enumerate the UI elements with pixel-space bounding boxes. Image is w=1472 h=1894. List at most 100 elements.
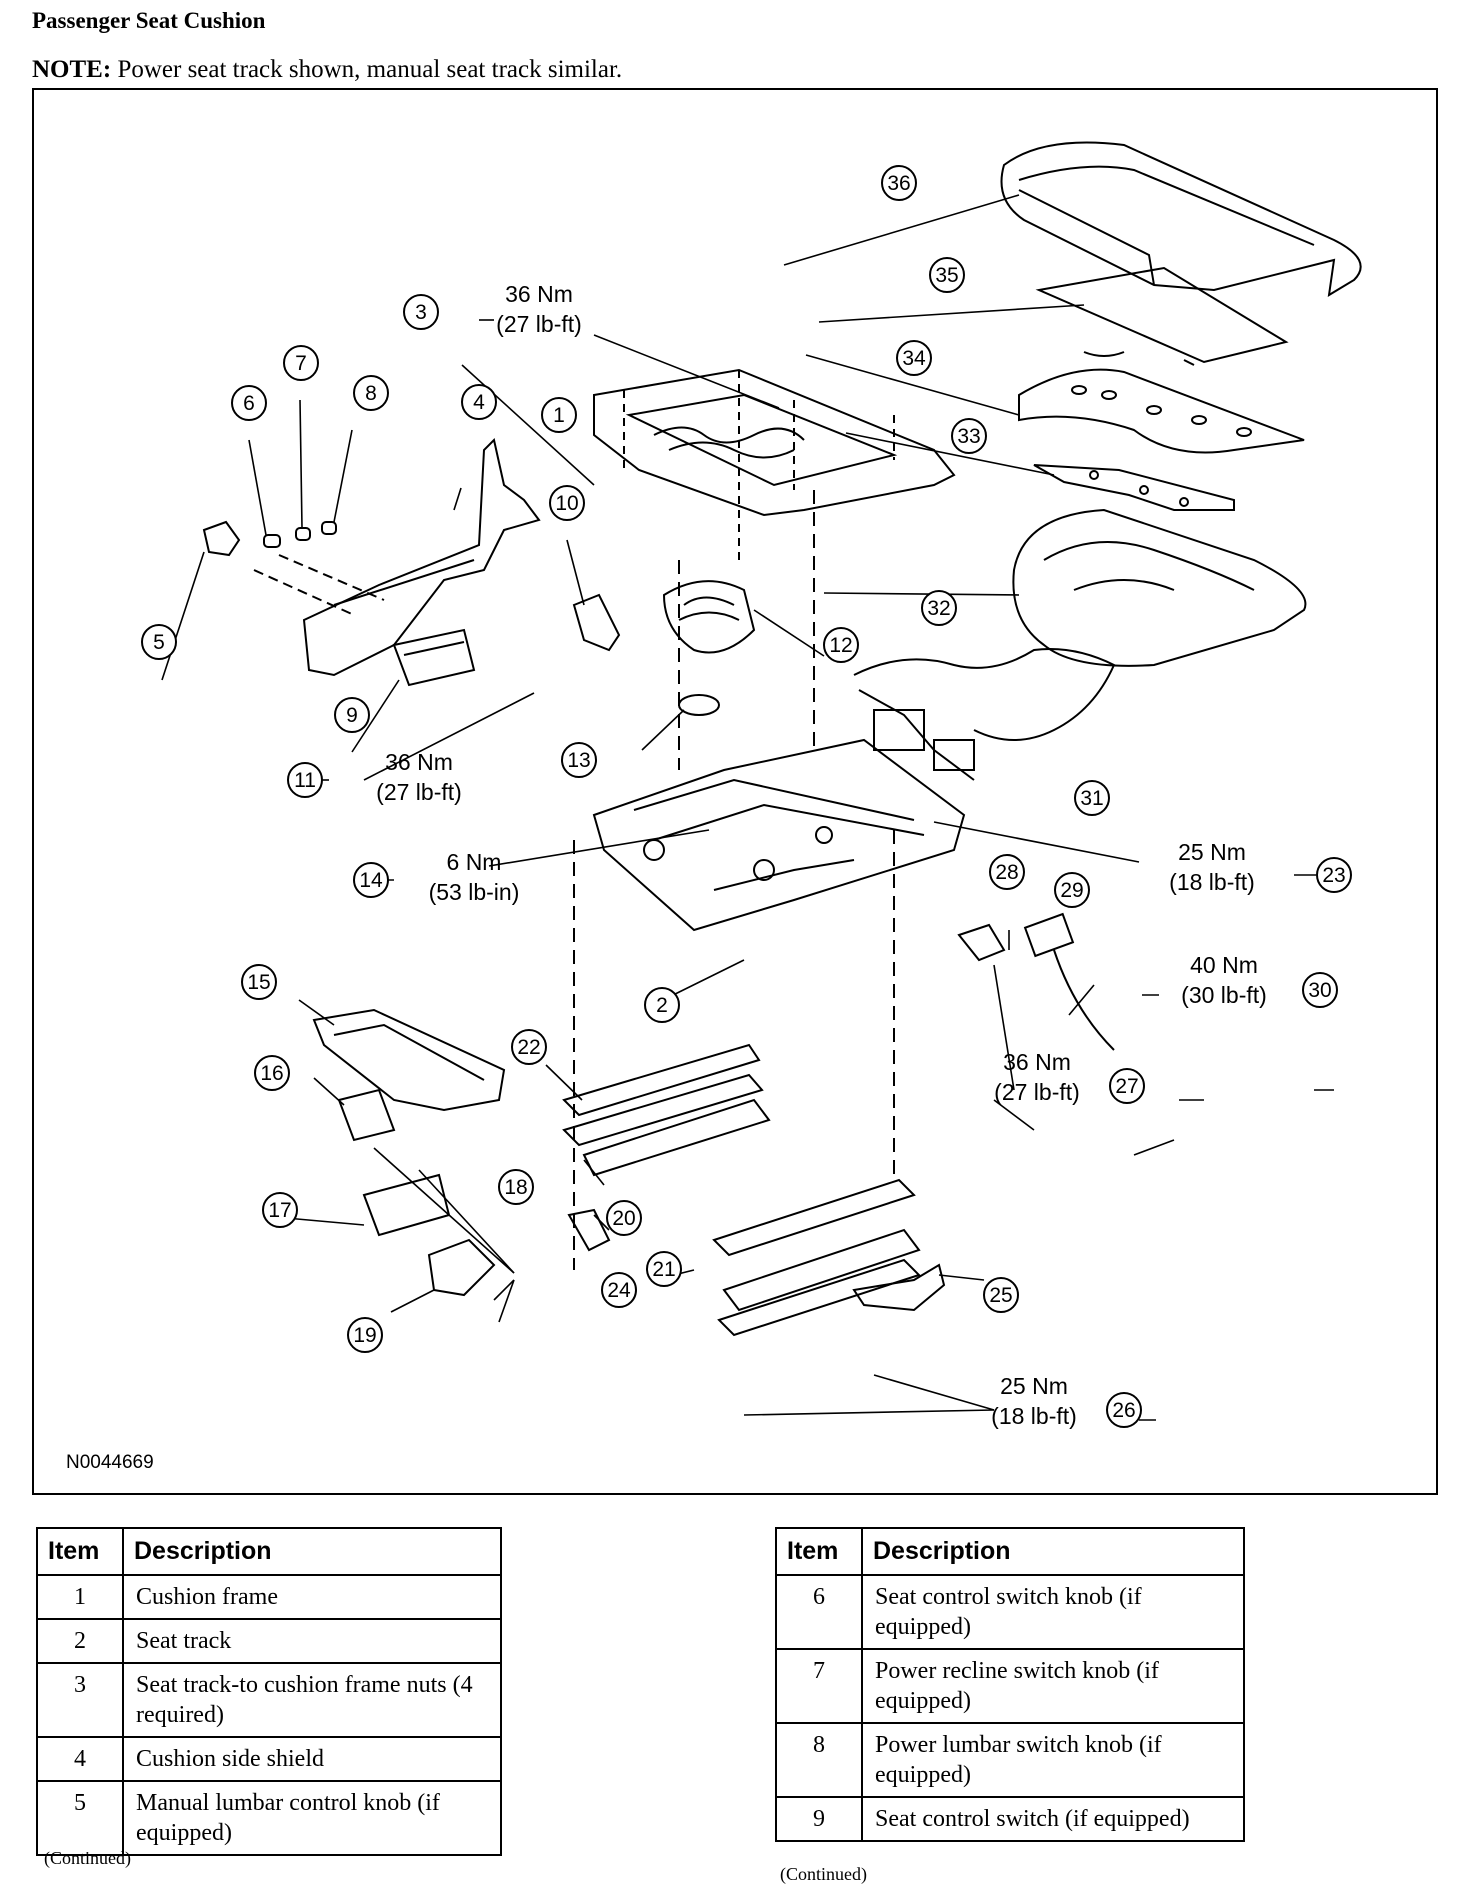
part-bracket-24 [567, 1208, 611, 1252]
callout-6: 6 [243, 392, 255, 415]
torque-27-lbft: (27 lb-ft) [994, 1079, 1080, 1105]
table-header-row: Item Description [36, 1527, 502, 1576]
torque-11-nm: 36 Nm [385, 749, 453, 775]
item-number: 9 [775, 1796, 863, 1842]
callout-17: 17 [268, 1199, 291, 1222]
torque-3-nm: 36 Nm [505, 281, 573, 307]
part-lumbar-assembly [662, 580, 756, 654]
item-description: Seat control switch knob (if equipped) [861, 1574, 1245, 1650]
callout-circle-9 [334, 697, 370, 733]
callout-15: 15 [247, 971, 270, 994]
part-lumbar-bracket [1033, 464, 1235, 511]
callout-27: 27 [1115, 1075, 1138, 1098]
table-row: 7 Power recline switch knob (if equipped… [775, 1648, 1245, 1724]
callout-14: 14 [359, 869, 383, 892]
item-number: 8 [775, 1722, 863, 1798]
torque-23-lbft: (18 lb-ft) [1169, 869, 1255, 895]
callout-11: 11 [294, 769, 316, 792]
callout-28: 28 [995, 861, 1018, 884]
item-number: 7 [775, 1648, 863, 1724]
part-lumbar-knob [202, 520, 241, 557]
part-seatbelt-buckle [1023, 912, 1115, 1051]
callout-4: 4 [473, 391, 485, 414]
item-description: Manual lumbar control knob (if equipped) [122, 1780, 502, 1856]
item-description: Cushion side shield [122, 1736, 502, 1782]
callout-circle-18 [498, 1169, 534, 1205]
callout-circle-29 [1054, 872, 1090, 908]
part-module-19 [427, 1238, 496, 1297]
item-number: 4 [36, 1736, 124, 1782]
item-number: 2 [36, 1618, 124, 1664]
item-description: Seat track [122, 1618, 502, 1664]
item-description: Seat control switch (if equipped) [861, 1796, 1245, 1842]
torque-14-lbft: (53 lb-in) [429, 879, 520, 905]
callout-32: 32 [927, 597, 950, 620]
callout-33: 33 [957, 425, 980, 448]
torque-23-nm: 25 Nm [1178, 839, 1246, 865]
callout-20: 20 [612, 1207, 635, 1230]
header-description: Description [122, 1527, 502, 1576]
callout-circle-19 [347, 1317, 383, 1353]
note-text: Power seat track shown, manual seat trac… [111, 56, 623, 83]
callout-2: 2 [656, 994, 668, 1017]
part-cushion-pad-insert [1018, 368, 1305, 454]
item-description: Power lumbar switch knob (if equipped) [861, 1722, 1245, 1798]
callout-8: 8 [365, 382, 377, 405]
callout-circle-14 [353, 862, 389, 898]
callout-26: 26 [1112, 1399, 1135, 1422]
callout-circle-15 [241, 964, 277, 1000]
callout-circle-24 [601, 1272, 637, 1308]
callout-25: 25 [989, 1284, 1012, 1307]
torque-26-nm: 25 Nm [1000, 1373, 1068, 1399]
figure-id: N0044669 [66, 1452, 154, 1473]
note-label: NOTE: [32, 56, 112, 83]
callout-21: 21 [652, 1258, 675, 1281]
callout-22: 22 [517, 1036, 540, 1059]
callout-23: 23 [1322, 864, 1345, 887]
callout-circle-8 [353, 375, 389, 411]
part-heater-mat [1035, 266, 1289, 366]
table-row: 3 Seat track-to cushion frame nuts (4 re… [36, 1662, 502, 1738]
table-row: 2 Seat track [36, 1618, 502, 1664]
item-number: 6 [775, 1574, 863, 1650]
torque-27-nm: 36 Nm [1003, 1049, 1071, 1075]
callout-circle-20 [606, 1200, 642, 1236]
callout-circle-36 [881, 165, 917, 201]
torque-30-nm: 40 Nm [1190, 952, 1258, 978]
callout-circle-25 [983, 1277, 1019, 1313]
callout-circle-12 [823, 627, 859, 663]
callout-circle-31 [1074, 780, 1110, 816]
header-item: Item [775, 1527, 863, 1576]
callout-1: 1 [553, 404, 565, 427]
callout-circle-21 [646, 1251, 682, 1287]
callout-35: 35 [935, 264, 958, 287]
callout-circle-16 [254, 1055, 290, 1091]
torque-3-lbft: (27 lb-ft) [496, 311, 582, 337]
table-row: 4 Cushion side shield [36, 1736, 502, 1782]
part-bracket-10 [572, 593, 621, 652]
callout-29: 29 [1060, 879, 1083, 902]
callout-circle-17 [262, 1192, 298, 1228]
part-cushion-cover [1000, 141, 1362, 297]
callout-10: 10 [555, 492, 578, 515]
callout-circle-23 [1316, 857, 1352, 893]
table-row: 9 Seat control switch (if equipped) [775, 1796, 1245, 1842]
exploded-diagram: 1 2 3 4 5 6 7 8 9 10 11 12 13 14 15 16 1… [32, 88, 1438, 1495]
header-description: Description [861, 1527, 1245, 1576]
callout-circle-7 [283, 345, 319, 381]
callout-circle-6 [231, 385, 267, 421]
torque-11-lbft: (27 lb-ft) [376, 779, 462, 805]
part-seat-track [592, 490, 966, 932]
callout-3: 3 [415, 301, 427, 324]
callout-circle-22 [511, 1029, 547, 1065]
part-side-shield [253, 438, 541, 677]
callout-circle-30 [1302, 972, 1338, 1008]
part-grommet [678, 694, 720, 716]
item-description: Cushion frame [122, 1574, 502, 1620]
continued-note-left: (Continued) [44, 1848, 131, 1868]
callout-12: 12 [829, 634, 852, 657]
callout-circle-27 [1109, 1068, 1145, 1104]
table-row: 1 Cushion frame [36, 1574, 502, 1620]
callout-circle-4 [461, 384, 497, 420]
note: NOTE: Power seat track shown, manual sea… [32, 56, 622, 84]
